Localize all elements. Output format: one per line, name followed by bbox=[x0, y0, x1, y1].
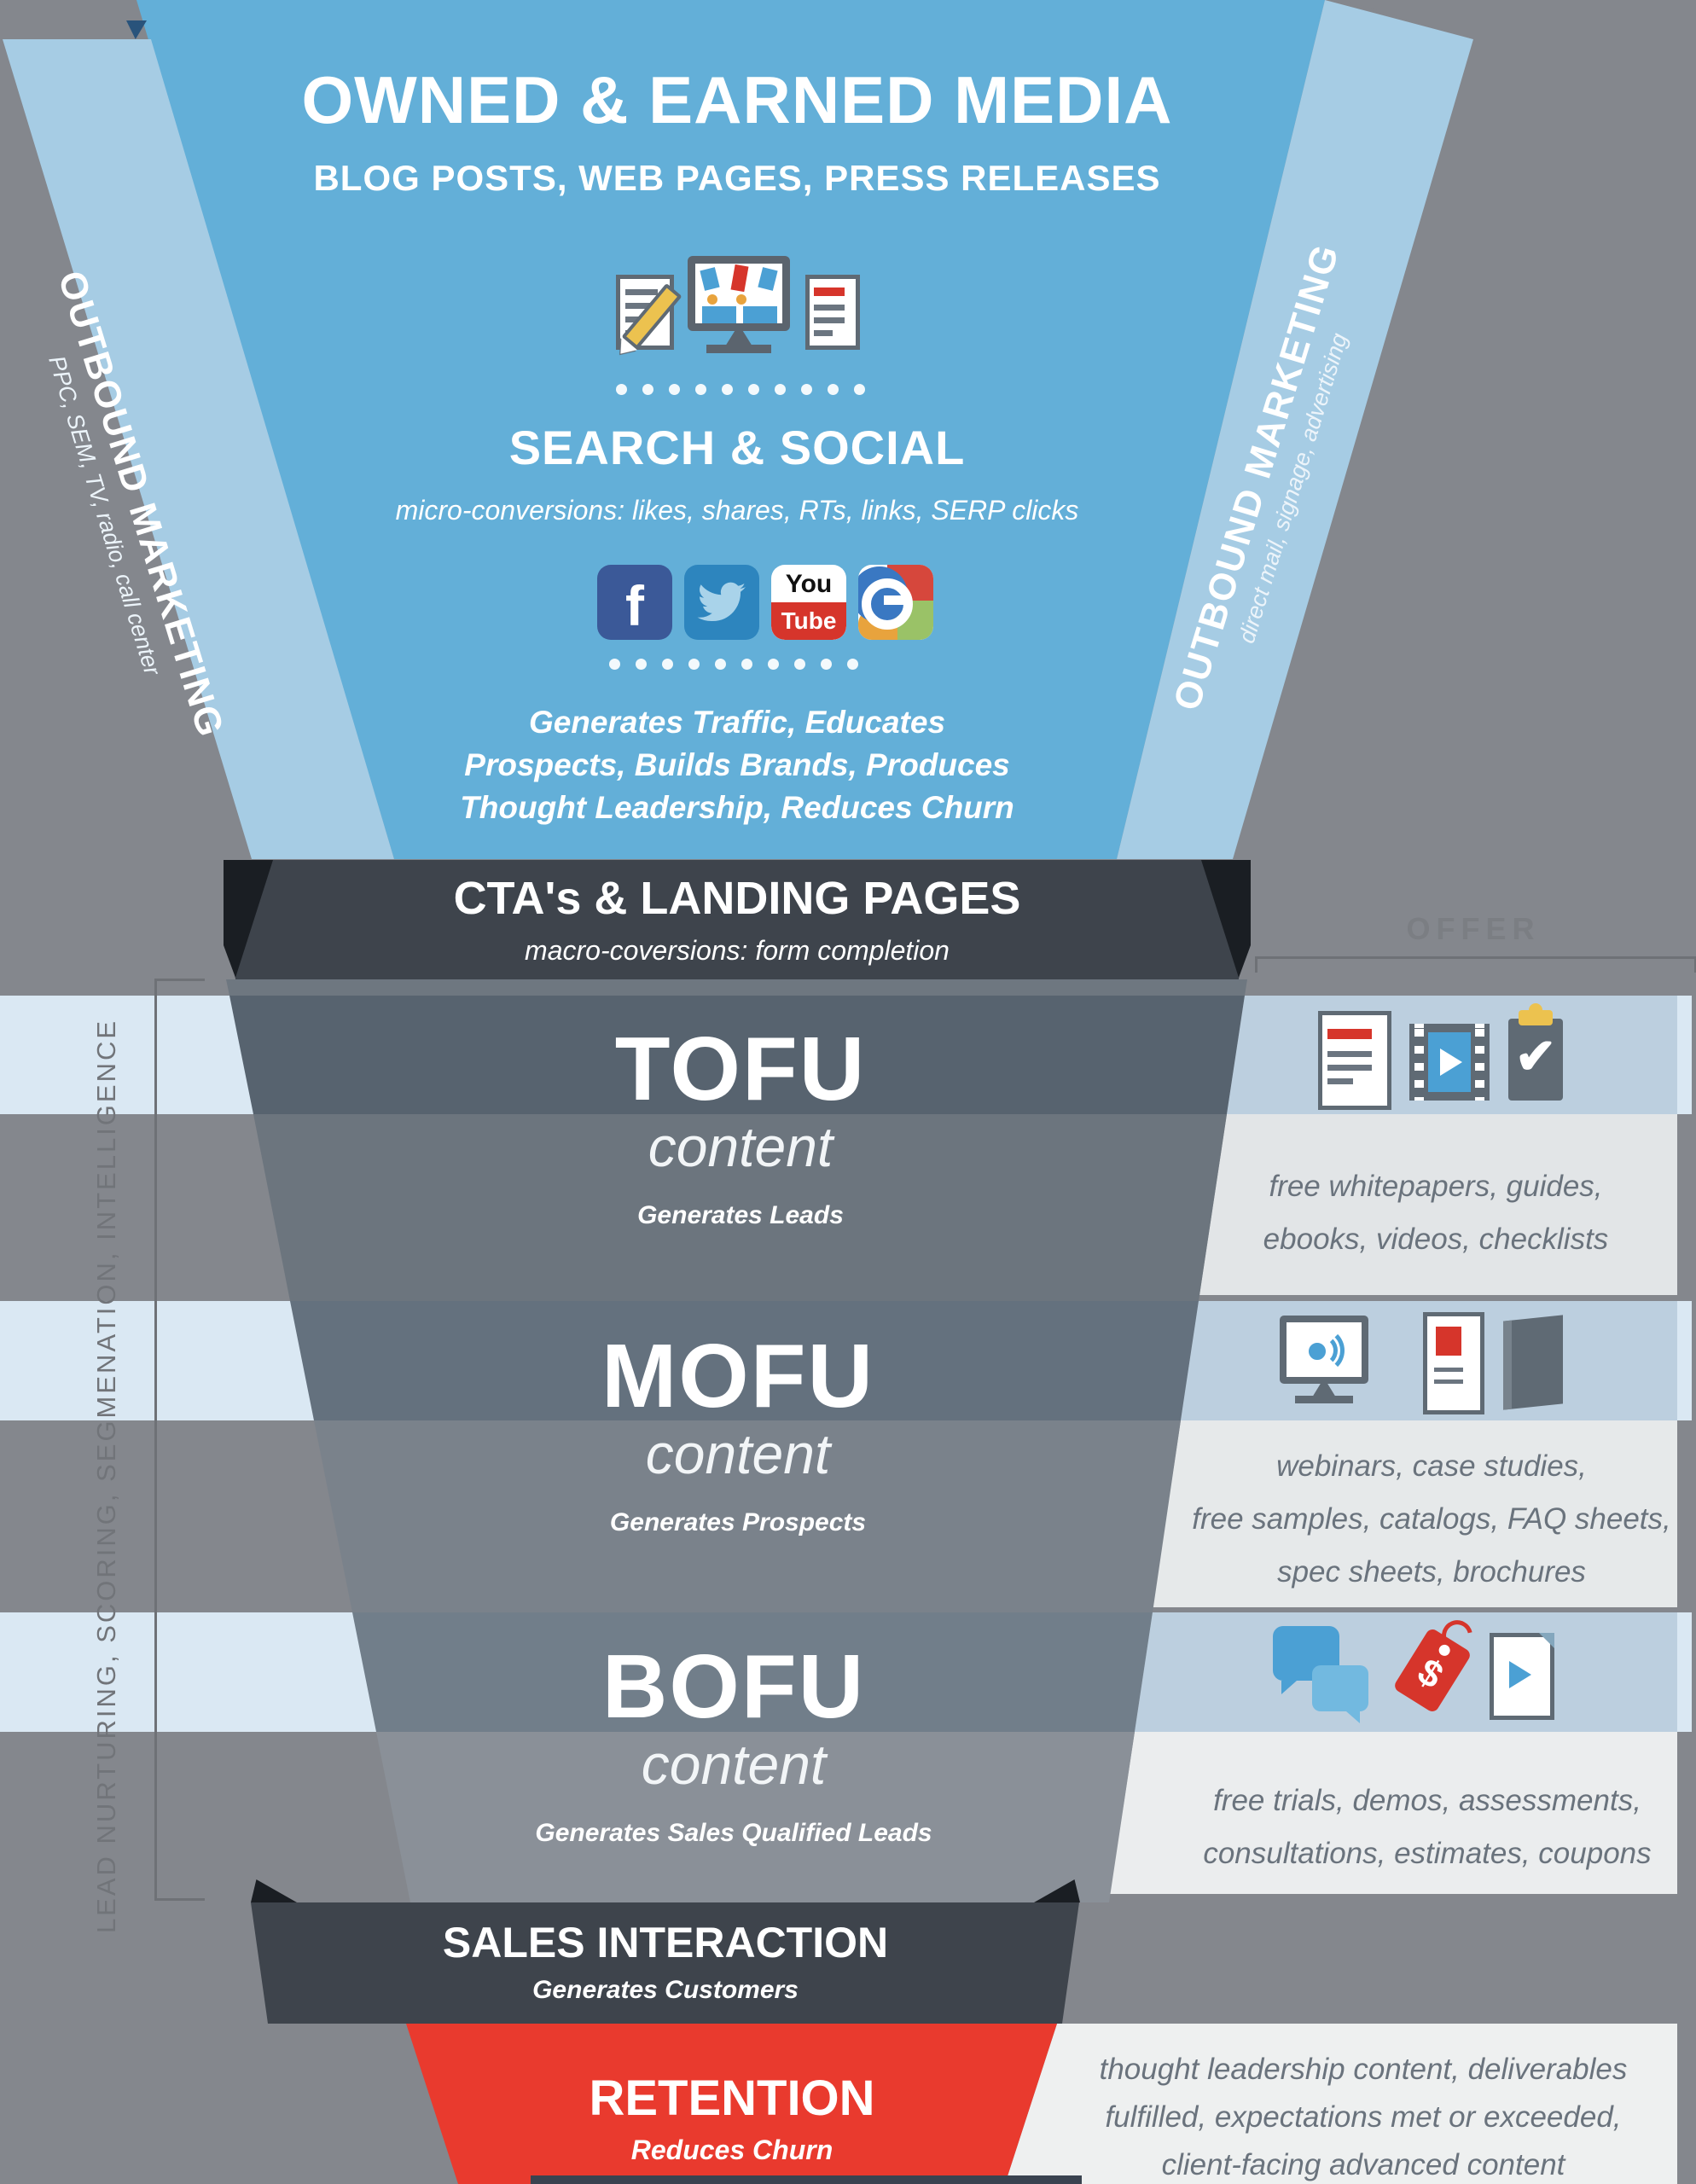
demo-document-icon bbox=[1490, 1633, 1554, 1720]
offer-bracket bbox=[1255, 956, 1696, 973]
top-left-corner bbox=[0, 0, 135, 39]
funnel-segment-bofu-top bbox=[352, 1612, 1153, 1732]
lead-nurturing-label: LEAD NURTURING, SCORING, SEGMENATION, IN… bbox=[91, 1018, 121, 1934]
checklist-clipboard-icon: ✔ bbox=[1508, 1003, 1563, 1101]
funnel-segment-tofu bbox=[253, 1114, 1227, 1301]
video-film-icon bbox=[1409, 1024, 1490, 1101]
mofu-sub: content bbox=[645, 1422, 831, 1485]
cta-band bbox=[224, 860, 1251, 979]
retention-title: RETENTION bbox=[589, 2071, 875, 2126]
cta-subtitle: macro-coversions: form completion bbox=[525, 935, 950, 966]
search-social-title: SEARCH & SOCIAL bbox=[508, 421, 966, 474]
sales-title: SALES INTERACTION bbox=[442, 1919, 889, 1966]
bofu-sub: content bbox=[641, 1733, 827, 1796]
mofu-title: MOFU bbox=[601, 1326, 875, 1426]
webinar-monitor-icon bbox=[1280, 1316, 1368, 1403]
retention-offers-text: thought leadership content, deliverables… bbox=[1099, 2053, 1628, 2181]
google-icon bbox=[858, 565, 933, 640]
dotted-divider bbox=[609, 659, 858, 670]
funnel-segment bbox=[226, 979, 1247, 996]
funnel-segment-tofu-top bbox=[229, 996, 1245, 1114]
tofu-stage: TOFU content Generates Leads bbox=[485, 1024, 996, 1230]
case-study-icon bbox=[1423, 1312, 1484, 1414]
sales-subtitle: Generates Customers bbox=[532, 1976, 799, 2004]
mofu-stage: MOFU content Generates Prospects bbox=[482, 1331, 994, 1537]
tofu-offer-text-band bbox=[1199, 1114, 1677, 1295]
youtube-icon: You Tube bbox=[771, 565, 846, 640]
press-release-icon bbox=[805, 275, 860, 350]
bofu-offers-text: free trials, demos, assessments, consult… bbox=[1203, 1784, 1652, 1870]
tofu-title: TOFU bbox=[614, 1019, 867, 1119]
bottom-next-stage-sliver bbox=[531, 2175, 1082, 2184]
bofu-result: Generates Sales Qualified Leads bbox=[535, 1819, 932, 1847]
tofu-offers-text: free whitepapers, guides, ebooks, videos… bbox=[1263, 1170, 1609, 1256]
retention-subtitle: Reduces Churn bbox=[630, 2135, 833, 2165]
mofu-result: Generates Prospects bbox=[609, 1508, 867, 1536]
facebook-icon: f bbox=[597, 565, 672, 640]
tofu-result: Generates Leads bbox=[637, 1201, 844, 1229]
bofu-offer-text-band bbox=[1110, 1732, 1677, 1894]
funnel-segment-bofu bbox=[376, 1732, 1135, 1902]
page-subtitle: BLOG POSTS, WEB PAGES, PRESS RELEASES bbox=[313, 158, 1161, 198]
funnel-segment-mofu-top bbox=[290, 1301, 1199, 1420]
tofu-sub: content bbox=[648, 1115, 833, 1178]
sales-interaction-band bbox=[251, 1902, 1079, 2024]
bofu-offer-icon-band bbox=[1135, 1612, 1677, 1732]
page-title: OWNED & EARNED MEDIA bbox=[301, 62, 1173, 137]
dotted-divider bbox=[616, 384, 865, 395]
bofu-title: BOFU bbox=[601, 1636, 866, 1737]
offer-label: OFFER bbox=[1406, 911, 1541, 946]
sales-fold-left bbox=[251, 1879, 297, 1902]
whitepaper-icon bbox=[1318, 1011, 1391, 1110]
chat-bubble-front-icon bbox=[1312, 1665, 1368, 1723]
funnel-segment-mofu bbox=[314, 1420, 1181, 1612]
retention-offer-band bbox=[1005, 2024, 1677, 2184]
retention-band bbox=[406, 2024, 1057, 2184]
twitter-icon bbox=[684, 565, 759, 640]
top-benefits-text: Generates Traffic, Educates Prospects, B… bbox=[460, 705, 1014, 825]
brochure-book-icon bbox=[1503, 1315, 1563, 1410]
mofu-offer-text-band bbox=[1153, 1420, 1677, 1607]
mofu-offers-text: webinars, case studies, free samples, ca… bbox=[1192, 1449, 1671, 1589]
bofu-stage: BOFU content Generates Sales Qualified L… bbox=[478, 1641, 990, 1848]
cta-title: CTA's & LANDING PAGES bbox=[453, 873, 1021, 924]
web-page-monitor-icon bbox=[688, 256, 790, 353]
lead-nurturing-bracket bbox=[154, 979, 205, 1901]
search-social-subtitle: micro-conversions: likes, shares, RTs, l… bbox=[395, 495, 1079, 526]
